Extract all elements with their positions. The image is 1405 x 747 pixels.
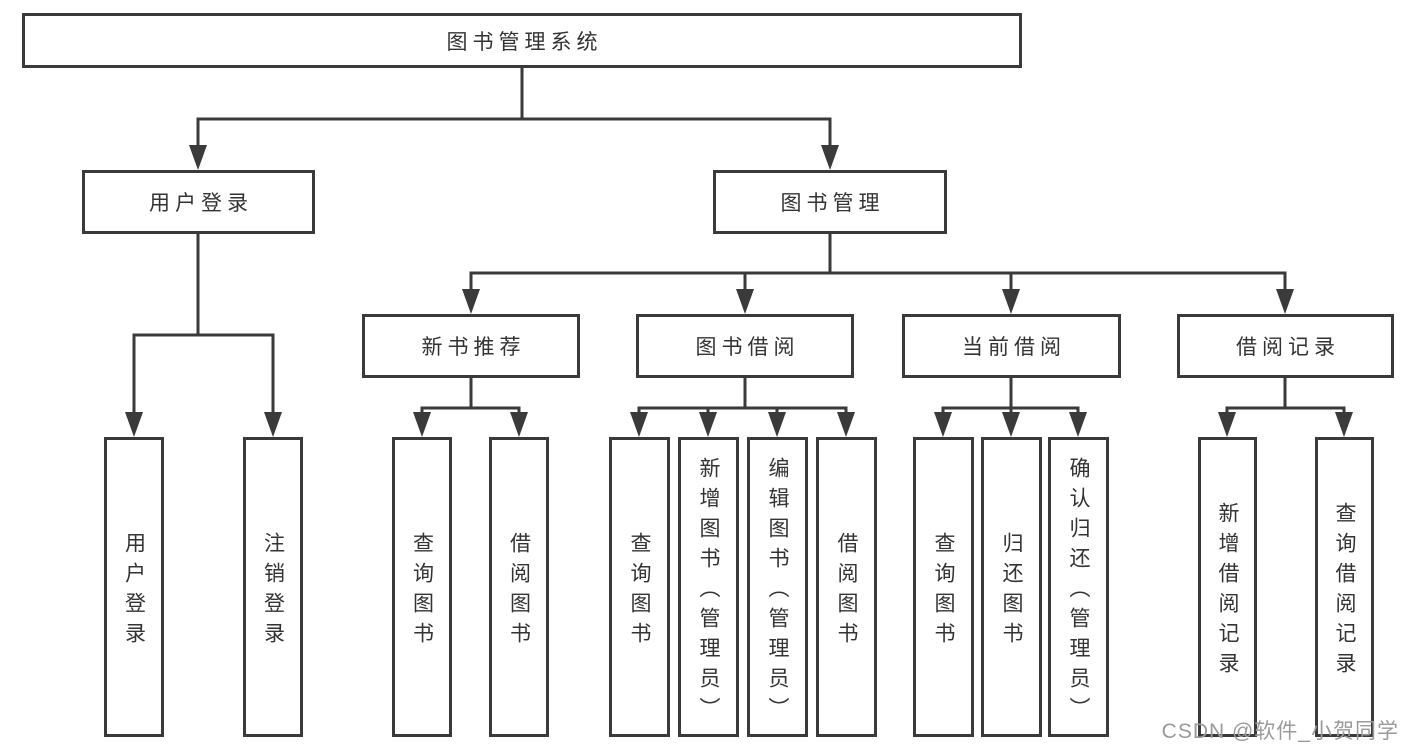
node-label: 借阅记录 xyxy=(1236,336,1340,359)
node-book-borrowing: 图书借阅 xyxy=(636,314,854,378)
leaf-query-books-current: 查询图书 xyxy=(913,437,974,737)
leaf-logout: 注销登录 xyxy=(243,437,303,737)
leaf-borrow-books: 借阅图书 xyxy=(816,437,877,737)
leaf-add-borrow-record: 新增借阅记录 xyxy=(1198,437,1257,737)
node-label: 新增图书（管理员） xyxy=(697,456,720,727)
leaf-edit-book-admin: 编辑图书（管理员） xyxy=(747,437,808,737)
node-label: 图书管理 xyxy=(780,192,885,215)
node-label: 借阅图书 xyxy=(835,531,858,652)
leaf-add-book-admin: 新增图书（管理员） xyxy=(678,437,739,737)
leaf-query-books-recommend: 查询图书 xyxy=(392,437,452,737)
node-label: 归还图书 xyxy=(1000,531,1023,652)
node-label: 确认归还（管理员） xyxy=(1067,456,1090,727)
node-label: 注销登录 xyxy=(261,531,285,652)
node-label: 图书借阅 xyxy=(695,336,800,359)
node-label: 查询借阅记录 xyxy=(1333,501,1356,682)
node-book-management: 图书管理 xyxy=(713,170,947,234)
leaf-confirm-return-admin: 确认归还（管理员） xyxy=(1048,437,1109,737)
node-label: 新增借阅记录 xyxy=(1216,501,1239,682)
node-label: 查询图书 xyxy=(628,531,651,652)
leaf-user-login: 用户登录 xyxy=(104,437,164,737)
node-label: 编辑图书（管理员） xyxy=(766,456,789,727)
node-user-login: 用户登录 xyxy=(82,170,315,234)
node-label: 当前借阅 xyxy=(962,336,1066,359)
node-new-book-recommend: 新书推荐 xyxy=(362,314,580,378)
leaf-return-book: 归还图书 xyxy=(981,437,1042,737)
node-current-borrowing: 当前借阅 xyxy=(902,314,1121,378)
node-label: 新书推荐 xyxy=(421,336,526,359)
node-label: 借阅图书 xyxy=(507,531,531,652)
csdn-watermark: CSDN @软件_小贺同学 xyxy=(1161,720,1399,743)
leaf-query-borrow-record: 查询借阅记录 xyxy=(1315,437,1374,737)
leaf-borrow-books-recommend: 借阅图书 xyxy=(489,437,549,737)
node-label: 查询图书 xyxy=(932,531,955,652)
leaf-query-books-borrow: 查询图书 xyxy=(609,437,670,737)
node-label: 用户登录 xyxy=(122,531,146,652)
node-label: 图书管理系统 xyxy=(446,30,603,54)
node-label: 查询图书 xyxy=(410,531,434,652)
node-library-management-system: 图书管理系统 xyxy=(22,13,1022,68)
node-borrowing-records: 借阅记录 xyxy=(1177,314,1394,378)
node-label: 用户登录 xyxy=(149,192,253,215)
